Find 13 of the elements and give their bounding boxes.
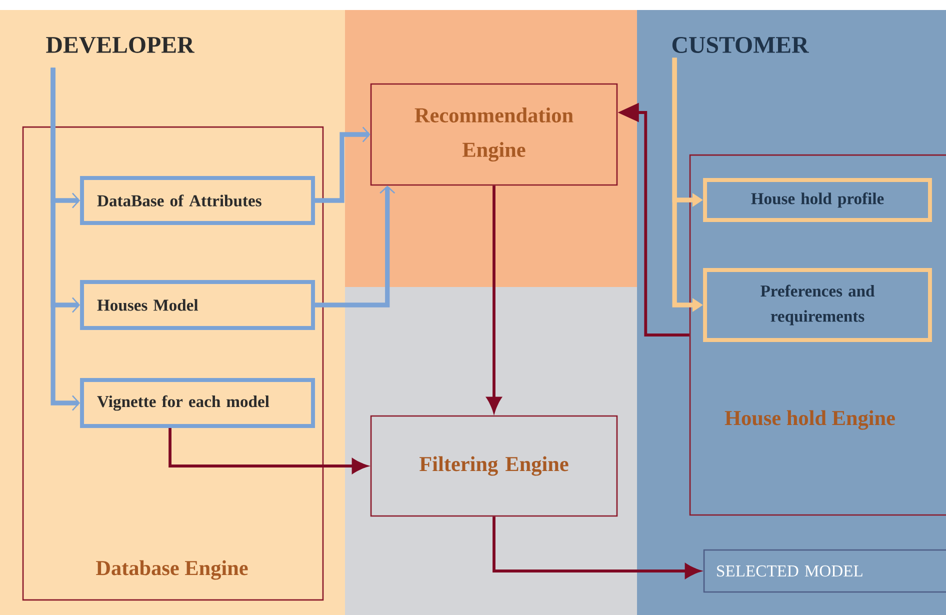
process-box: House hold profile — [703, 178, 932, 222]
heading: CUSTOMER — [672, 36, 809, 54]
engine-box: Recommendation Engine — [370, 83, 618, 186]
engine-box: Filtering Engine — [370, 415, 618, 517]
arrow — [50, 68, 80, 411]
process-box: Vignette for each model — [80, 378, 315, 428]
process-box: Houses Model — [80, 280, 315, 330]
arrow — [314, 186, 396, 308]
process-box: DataBase of Attributes — [80, 176, 315, 225]
heading: DEVELOPER — [46, 36, 194, 54]
output-box: SELECTED MODEL — [703, 549, 946, 593]
arrow — [314, 126, 370, 203]
process-box: Preferences and requirements — [703, 268, 932, 342]
